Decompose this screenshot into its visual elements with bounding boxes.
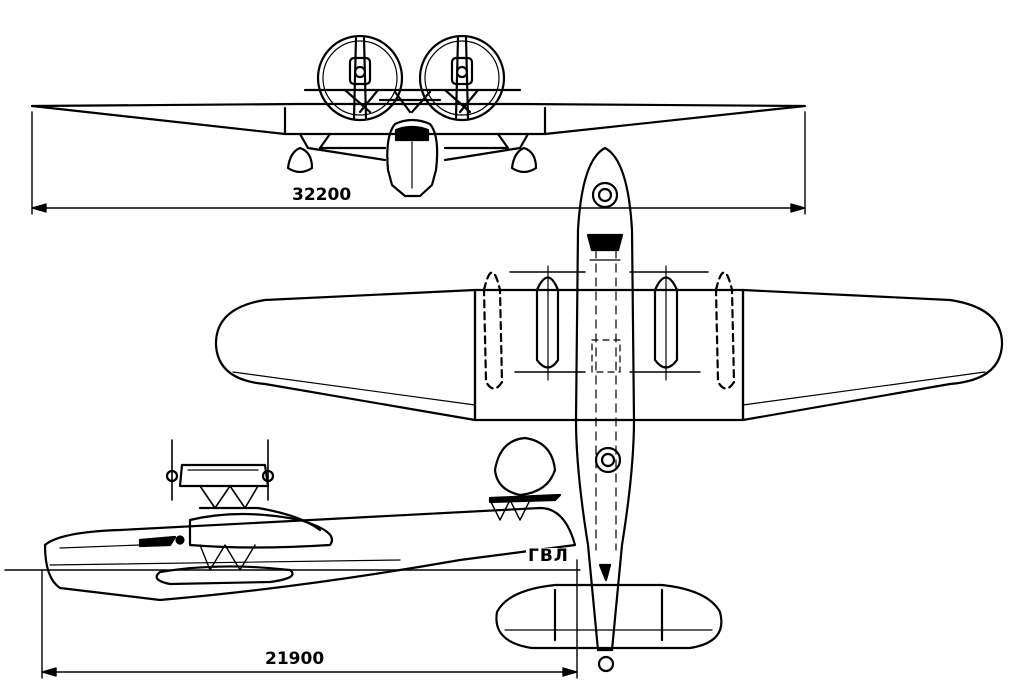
front-propeller-left xyxy=(316,34,404,122)
top-wing-floats xyxy=(482,271,736,390)
side-view xyxy=(43,436,577,602)
top-hull xyxy=(574,146,636,652)
length-dimension xyxy=(41,559,578,679)
top-nacelles xyxy=(509,265,709,381)
front-float-left xyxy=(286,146,314,174)
front-view xyxy=(30,34,807,198)
waterline-label: ГВЛ xyxy=(526,546,571,566)
side-engine-nacelle xyxy=(165,439,322,532)
wingspan-dimension xyxy=(31,111,806,215)
wingspan-label: 32200 xyxy=(290,185,354,205)
front-engine-mount xyxy=(303,88,522,114)
front-float-struts xyxy=(298,132,530,162)
top-tailplane xyxy=(495,563,723,673)
length-label: 21900 xyxy=(263,649,327,669)
front-hull xyxy=(386,118,439,198)
top-wing xyxy=(214,288,1004,422)
side-sponson xyxy=(155,512,333,586)
front-propeller-right xyxy=(418,34,506,122)
top-view xyxy=(214,146,1004,673)
side-hull xyxy=(43,506,577,602)
front-wing xyxy=(30,102,807,136)
front-float-right xyxy=(510,146,538,174)
side-tail xyxy=(488,436,562,521)
